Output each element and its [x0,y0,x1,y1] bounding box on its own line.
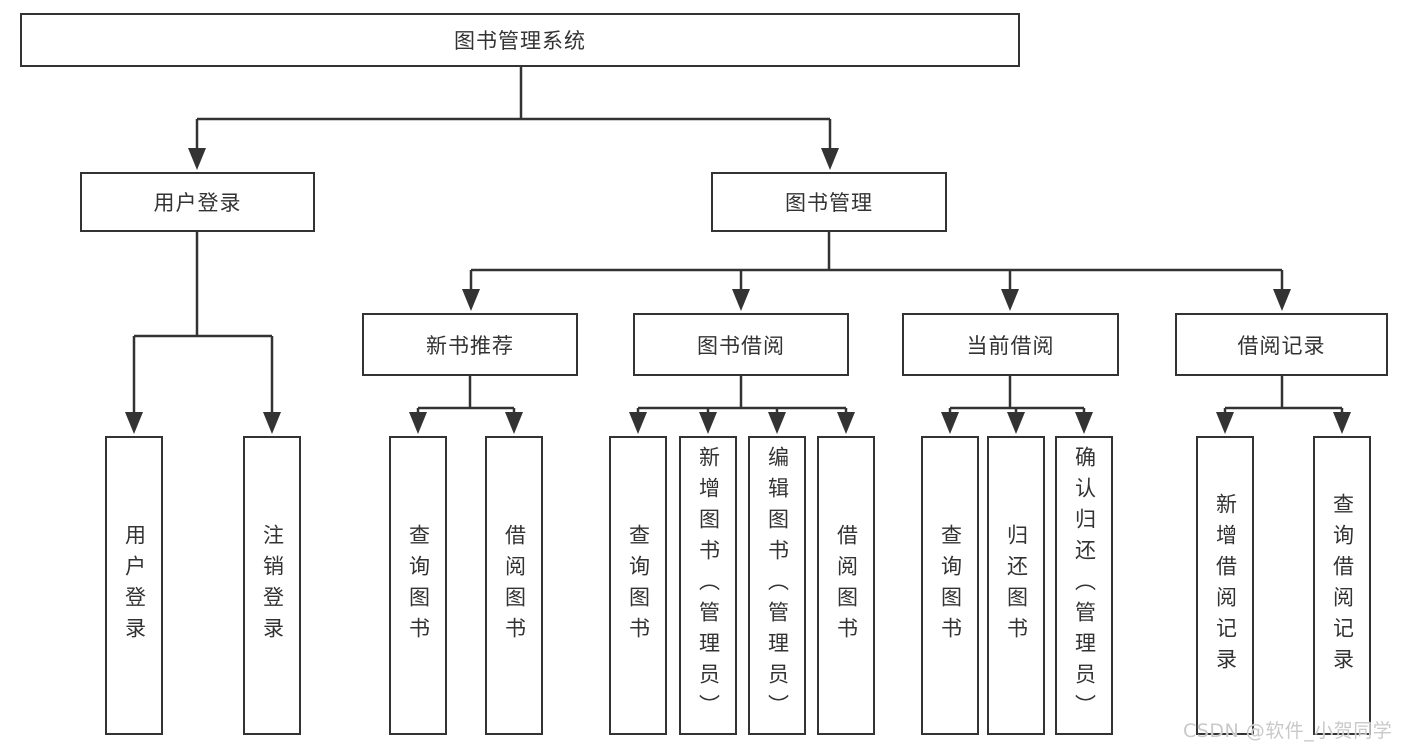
leaf-borrowing-edit-books-admin: 编辑图书（管理员） [748,436,806,735]
leaf-current-return-books: 归还图书 [987,436,1045,735]
leaf-current-confirm-return-admin: 确认归还（管理员） [1055,436,1113,735]
leaf-current-query-books: 查询图书 [921,436,979,735]
node-library-management-system: 图书管理系统 [20,13,1020,67]
node-book-borrowing: 图书借阅 [633,313,849,376]
node-book-management: 图书管理 [711,172,947,232]
leaf-records-query-borrow-record: 查询借阅记录 [1313,436,1371,735]
leaf-user-login: 用户登录 [105,436,163,735]
node-current-borrowing: 当前借阅 [902,313,1119,376]
node-new-book-recommendation: 新书推荐 [362,313,578,376]
leaf-borrowing-add-books-admin: 新增图书（管理员） [679,436,737,735]
leaf-borrowing-borrow-books: 借阅图书 [817,436,875,735]
leaf-records-add-borrow-record: 新增借阅记录 [1196,436,1254,735]
leaf-logout: 注销登录 [243,436,301,735]
leaf-newbook-query-books: 查询图书 [389,436,447,735]
leaf-borrowing-query-books: 查询图书 [609,436,667,735]
node-user-login: 用户登录 [80,172,315,232]
leaf-newbook-borrow-books: 借阅图书 [485,436,543,735]
csdn-watermark: CSDN @软件_小贺同学 [1183,720,1393,742]
node-borrowing-records: 借阅记录 [1175,313,1388,376]
